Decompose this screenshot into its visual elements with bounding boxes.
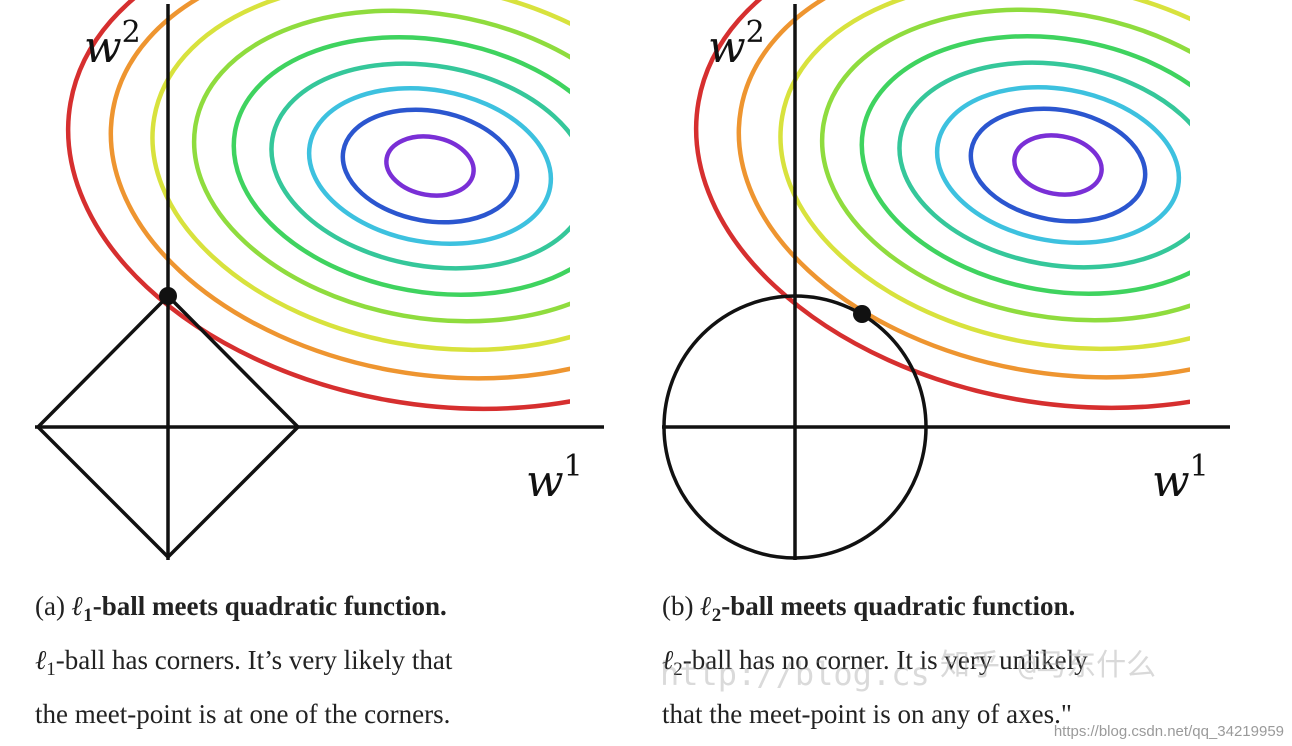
caption-b-ell: ℓ <box>700 591 712 622</box>
w1-label-a: w1 <box>526 449 583 507</box>
panel-b: w2 w1 <box>662 0 1230 560</box>
l2-ball-circle <box>662 294 928 560</box>
caption-a: (a) ℓ1-ball meets quadratic function. ℓ1… <box>35 584 452 737</box>
panel-a: w2 w1 <box>35 0 604 560</box>
caption-b-sub: 2 <box>711 605 722 626</box>
figure-svg: w2 w1 w2 w1 <box>35 0 1230 560</box>
contour-b-3 <box>778 0 1190 352</box>
contour-b-2 <box>736 0 1190 380</box>
contour-a-1 <box>65 0 570 412</box>
caption-a-sub: 1 <box>83 605 93 626</box>
w2-label-b: w2 <box>708 15 765 73</box>
caption-a-body-ell: ℓ <box>35 645 47 676</box>
contour-a-4 <box>191 8 570 324</box>
contour-a-3 <box>150 0 570 353</box>
contour-b-7 <box>934 84 1182 246</box>
caption-b-body-2: that the meet-point is on any of axes." <box>662 699 1072 729</box>
meet-point-a <box>159 287 177 305</box>
caption-a-ell: ℓ <box>71 591 84 622</box>
l1-ball-diamond <box>35 293 301 560</box>
contour-b-6 <box>897 60 1190 270</box>
contour-a-2 <box>108 0 570 381</box>
caption-b-title: (b) ℓ2-ball meets quadratic function. <box>662 584 1088 638</box>
caption-a-title: (a) ℓ1-ball meets quadratic function. <box>35 584 452 638</box>
contour-a-8 <box>340 107 520 225</box>
watermark-url: http://blog.cs <box>660 655 930 693</box>
source-credit: https://blog.csdn.net/qq_34219959 <box>1053 723 1284 740</box>
caption-a-body-1: ℓ1-ball has corners. It’s very likely th… <box>35 638 452 692</box>
caption-a-prefix: (a) <box>35 591 65 621</box>
contour-b-1 <box>693 0 1190 411</box>
caption-b-body-ell: ℓ <box>662 645 674 676</box>
contour-a-7 <box>306 85 554 247</box>
caption-b-body-1: ℓ2-ball has no corner. It is very unlike… <box>662 638 1088 692</box>
contour-a-5 <box>231 34 570 298</box>
contour-lines-b <box>693 0 1190 411</box>
caption-a-body-text-1: -ball has corners. It’s very likely that <box>55 645 453 675</box>
contour-a-6 <box>269 61 570 271</box>
watermark-zhihu: 知乎 @马东什么 <box>940 648 1157 683</box>
w1-label-b: w1 <box>1152 449 1209 507</box>
caption-b-body-text-1: -ball has no corner. It is very unlikely <box>682 645 1088 675</box>
w2-label-a: w2 <box>84 15 141 73</box>
caption-a-title-text: -ball meets quadratic function. <box>92 591 447 621</box>
caption-a-body-sub: 1 <box>46 659 56 680</box>
contour-lines-a <box>65 0 570 412</box>
caption-a-body-2: the meet-point is at one of the corners. <box>35 699 451 729</box>
contour-a-9 <box>384 134 476 198</box>
contour-b-8 <box>968 106 1148 224</box>
caption-b: (b) ℓ2-ball meets quadratic function. ℓ2… <box>662 584 1088 737</box>
caption-b-prefix: (b) <box>662 591 694 621</box>
caption-b-body-sub: 2 <box>673 659 683 680</box>
meet-point-b <box>853 305 871 323</box>
contour-b-5 <box>859 33 1190 297</box>
contour-b-9 <box>1012 133 1104 197</box>
contour-b-4 <box>819 7 1190 323</box>
caption-b-title-text: -ball meets quadratic function. <box>721 591 1076 621</box>
